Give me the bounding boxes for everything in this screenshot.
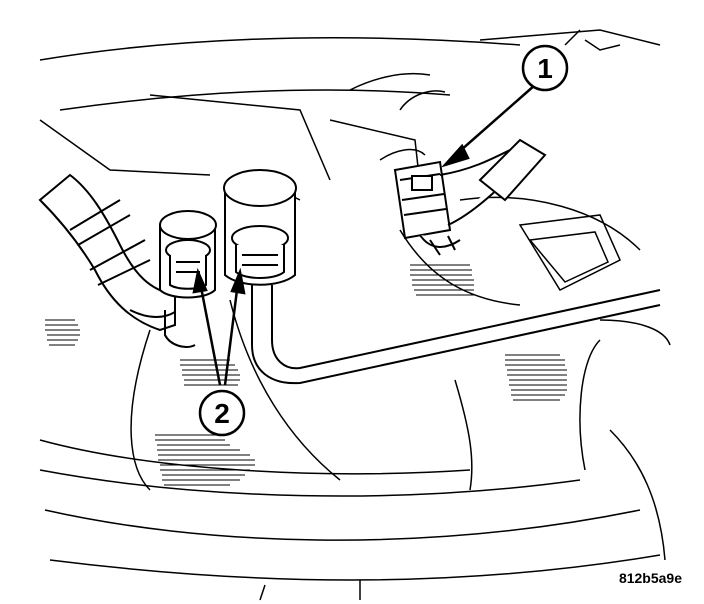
callout-1: 1 bbox=[521, 44, 569, 92]
fitting-left bbox=[159, 210, 217, 299]
refrigerant-hose bbox=[38, 173, 176, 332]
callout-2: 2 bbox=[198, 389, 246, 437]
grille-hatching bbox=[45, 264, 567, 486]
fitting-right bbox=[223, 169, 297, 286]
figure-id: 812b5a9e bbox=[618, 570, 682, 586]
engine-bay-background bbox=[39, 29, 671, 601]
refrigerant-line bbox=[164, 285, 661, 385]
electrical-connector bbox=[393, 138, 547, 256]
leader-arrows bbox=[192, 84, 536, 386]
callout-2-label: 2 bbox=[214, 398, 230, 429]
callout-1-label: 1 bbox=[537, 53, 553, 84]
